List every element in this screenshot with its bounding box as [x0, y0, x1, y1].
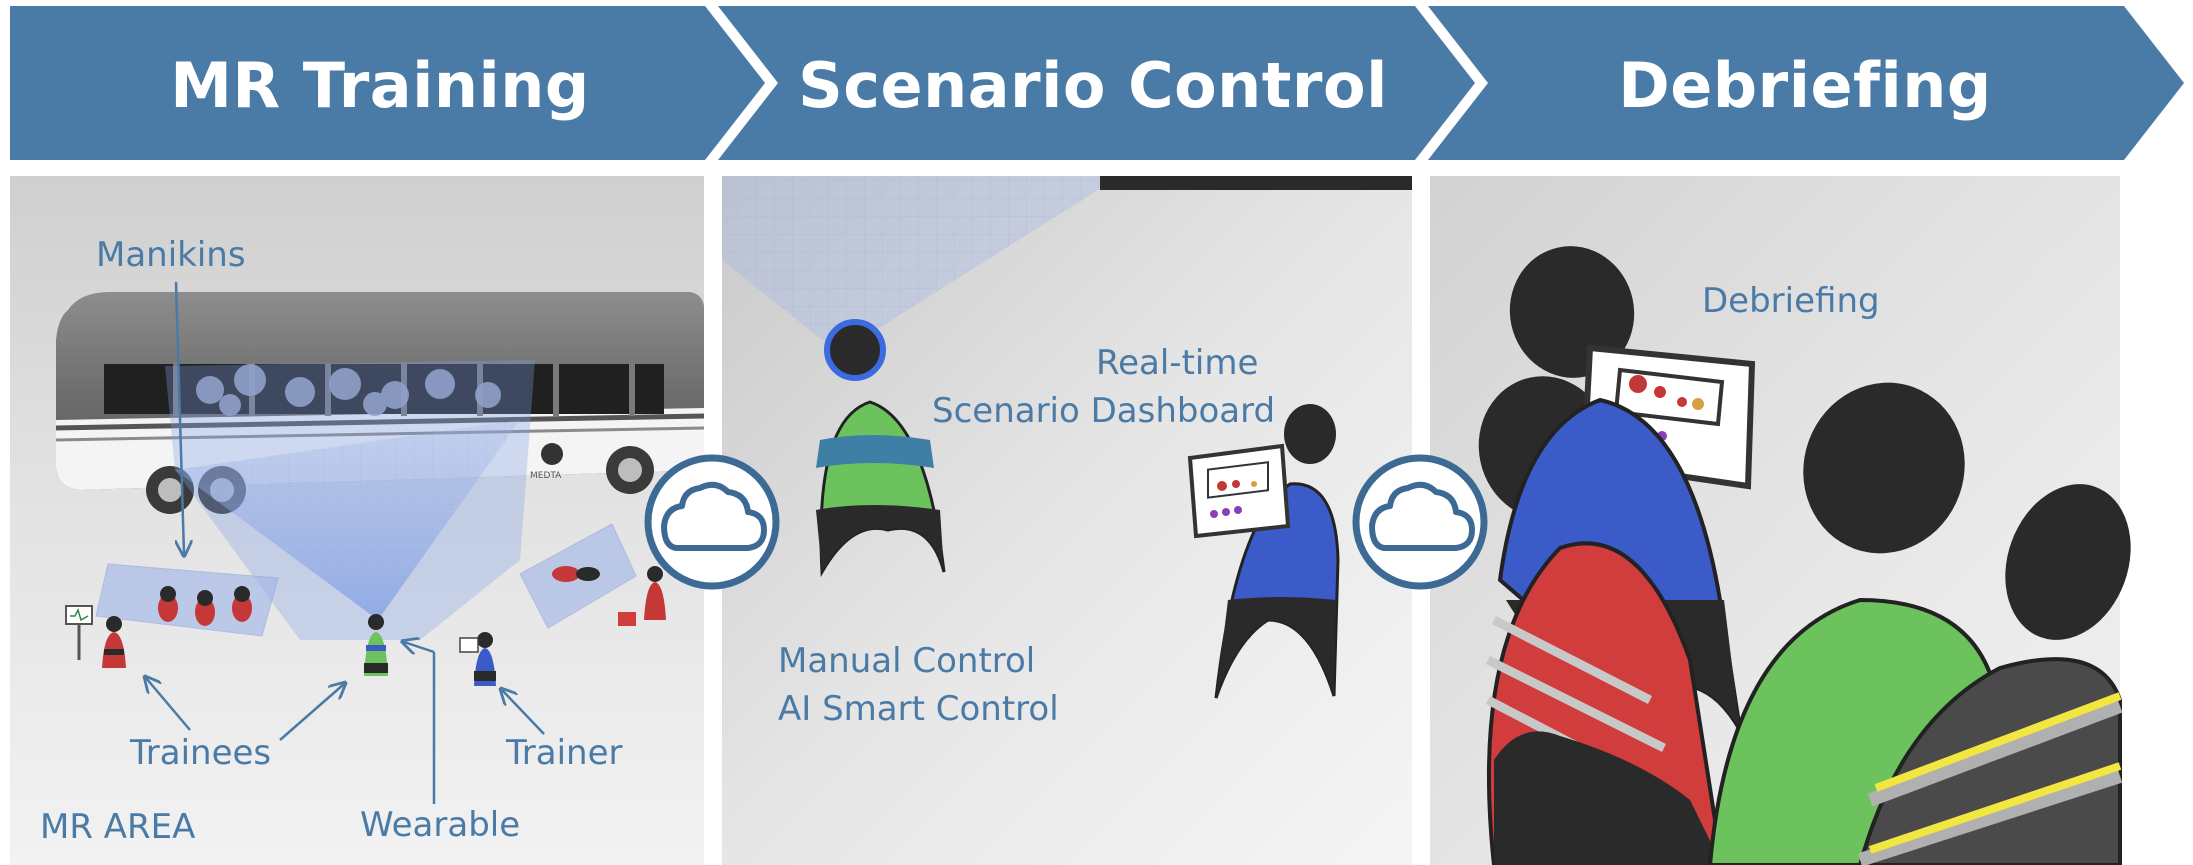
trainer-figure	[459, 632, 496, 686]
label-ai-smart-control: AI Smart Control	[778, 689, 1059, 729]
label-trainees: Trainees	[130, 733, 272, 773]
bus-logo-text: MEDTA	[530, 471, 562, 481]
label-realtime: Real-time	[1096, 343, 1259, 383]
label-wearable: Wearable	[360, 805, 521, 845]
label-manikins: Manikins	[96, 235, 246, 275]
tablet-dashboard-icon	[1187, 443, 1291, 539]
step-title-mr-training: MR Training	[170, 49, 590, 122]
chevron-mr-training	[10, 6, 765, 160]
trainee-figure-red	[1485, 541, 1725, 865]
cloud-icon	[644, 454, 780, 590]
panel-scenario-control	[722, 176, 1412, 865]
cloud-icon	[1352, 454, 1488, 590]
trainee-figure	[364, 614, 388, 676]
step-title-debriefing: Debriefing	[1618, 49, 1992, 122]
chevron-debriefing	[1428, 6, 2184, 160]
vital-monitor	[65, 605, 93, 660]
label-manual-control: Manual Control	[778, 641, 1036, 681]
trainee-figure	[102, 616, 126, 668]
trainer-with-dashboard	[1187, 404, 1340, 699]
step-title-scenario-control: Scenario Control	[798, 49, 1388, 122]
label-debriefing: Debriefing	[1702, 281, 1880, 321]
manikins-group	[95, 563, 279, 637]
panel-mr-training: MEDTA	[10, 176, 705, 865]
label-trainer: Trainer	[506, 733, 623, 773]
trainee-figure-yellow	[1857, 657, 2123, 865]
label-mr-area: MR AREA	[40, 807, 196, 847]
bus-illustration: MEDTA	[55, 292, 705, 640]
manikins-group-right	[519, 523, 666, 629]
trainee-with-wearable	[816, 319, 946, 578]
process-chevrons	[10, 6, 2184, 160]
label-scenario-dashboard: Scenario Dashboard	[932, 391, 1276, 431]
panel-debriefing	[1430, 176, 2131, 865]
annotation-arrows	[146, 281, 545, 804]
chevron-scenario-control	[718, 6, 1475, 160]
